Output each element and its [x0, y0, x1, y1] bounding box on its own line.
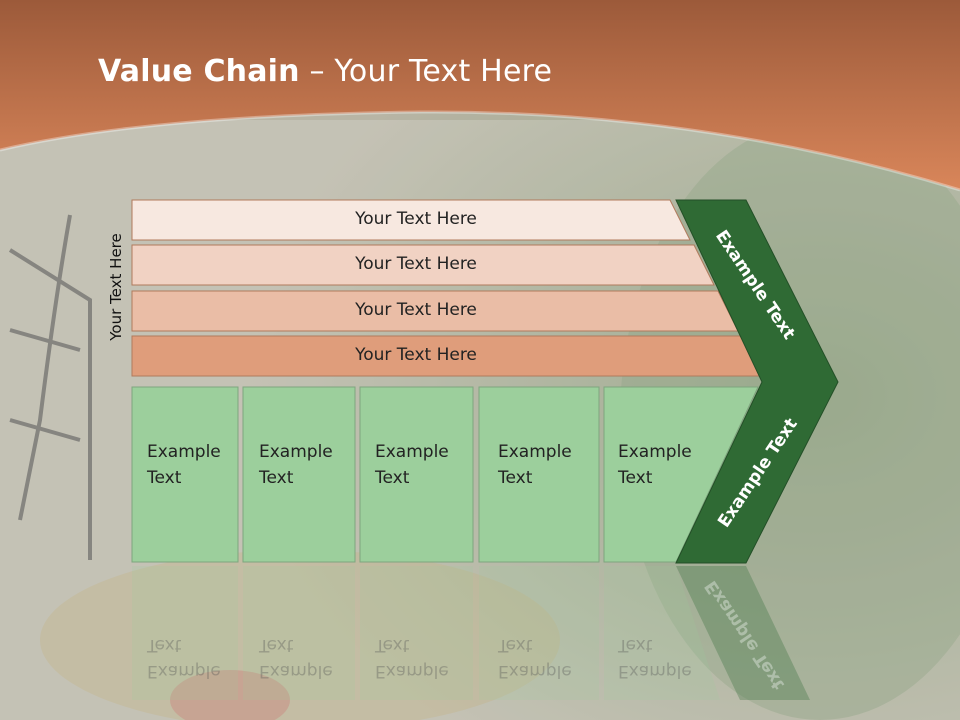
- row-label-4: Your Text Here: [355, 345, 477, 365]
- slide-title: Value Chain – Your Text Here: [98, 54, 552, 89]
- box-2: [242, 386, 356, 563]
- box-reflection-4: [479, 566, 599, 700]
- title-rest: – Your Text Here: [299, 54, 553, 89]
- row-arrow-2: [131, 244, 715, 286]
- box-label-line2: Text: [259, 468, 294, 488]
- box-label-line1: Example: [147, 442, 221, 462]
- box-label-line2: Text: [375, 468, 410, 488]
- box-reflection-5: [604, 566, 720, 700]
- row-label-2: Your Text Here: [355, 254, 477, 274]
- side-label: Your Text Here: [107, 233, 125, 341]
- box-reflection-3: [360, 566, 473, 700]
- box-reflection-1: [132, 566, 238, 700]
- box-label-line1: Example: [498, 442, 572, 462]
- box-label-line1: Example: [259, 442, 333, 462]
- row-label-3: Your Text Here: [355, 300, 477, 320]
- row-label-1: Your Text Here: [355, 209, 477, 229]
- chevron-arrow: [675, 199, 839, 564]
- box-label-line1: Example: [618, 442, 692, 462]
- box-label-line2: Text: [147, 468, 182, 488]
- box-reflection-2: [243, 566, 355, 700]
- box-label-line2: Text: [498, 468, 533, 488]
- chevron-reflection: [676, 566, 810, 700]
- title-bold: Value Chain: [98, 54, 300, 89]
- box-3: [359, 386, 474, 563]
- box-4: [478, 386, 600, 563]
- row-arrow-1: [131, 199, 691, 241]
- box-1: [131, 386, 239, 563]
- box-label-line2: Text: [618, 468, 653, 488]
- box-label-line1: Example: [375, 442, 449, 462]
